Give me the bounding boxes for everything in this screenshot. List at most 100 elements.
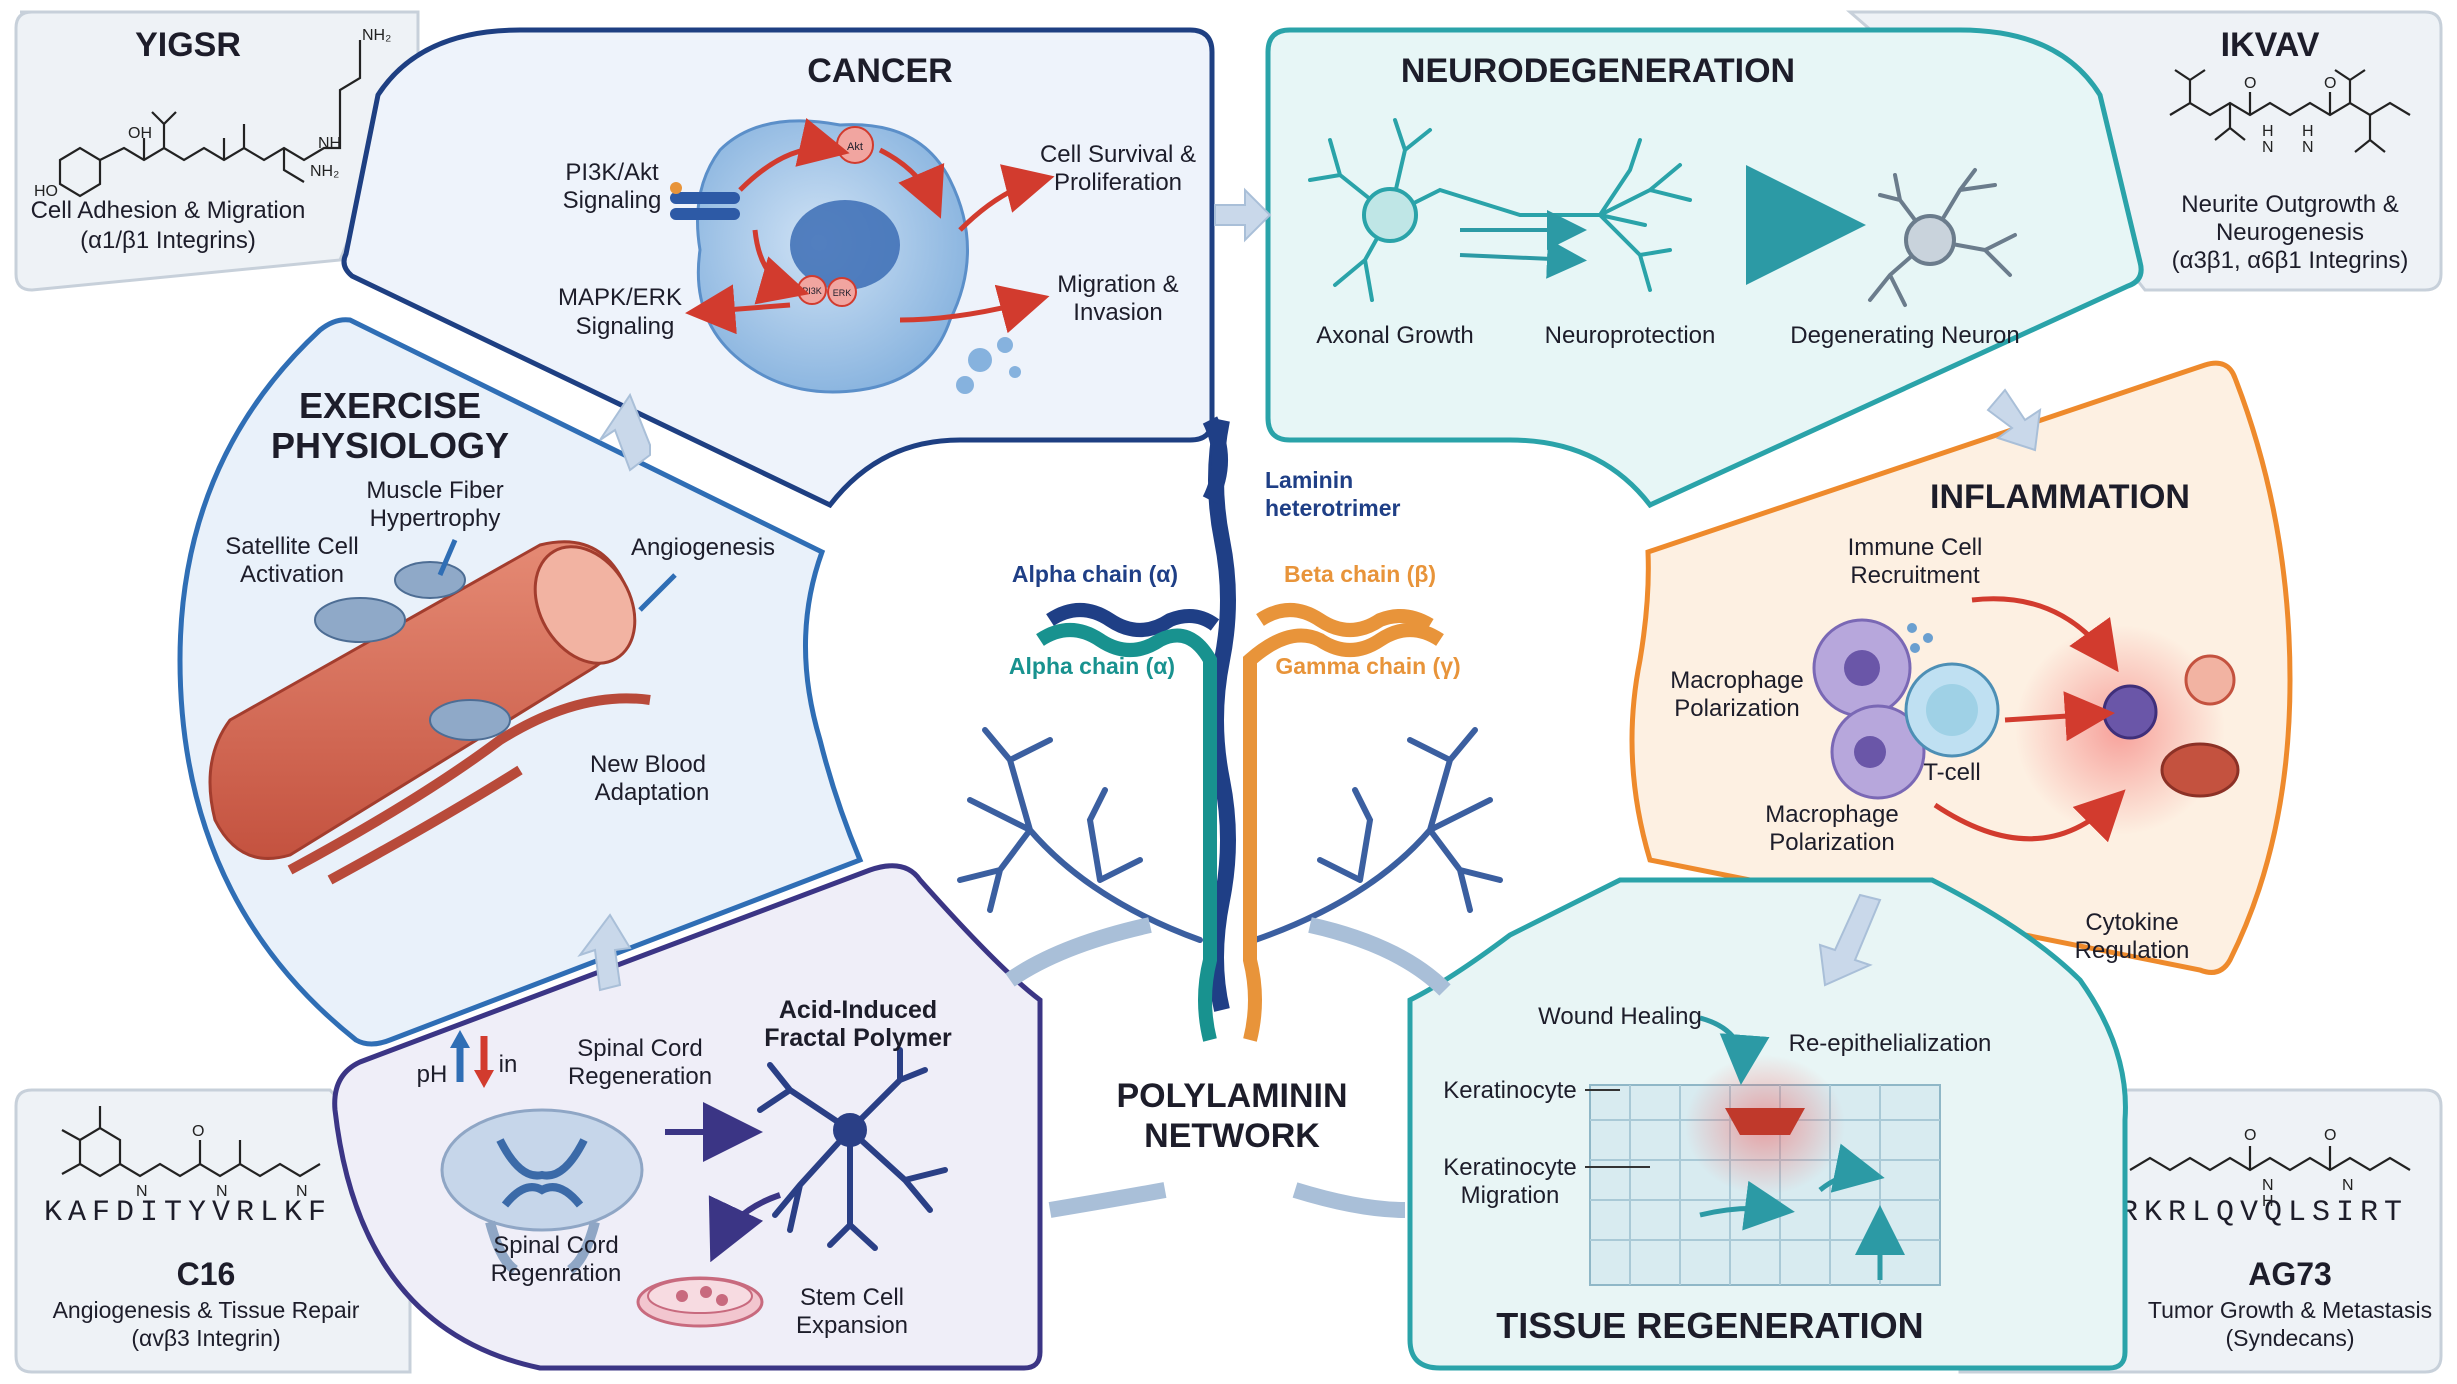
macro2-label-1: Macrophage [1765, 801, 1898, 828]
exercise-title-2: PHYSIOLOGY [271, 425, 509, 466]
ph-arrows-icon [450, 1030, 494, 1088]
arrow-pi3k [752, 229, 810, 305]
arrow-exercise-to-cancer [599, 392, 651, 472]
arrow-migration-2 [1818, 1143, 1885, 1193]
beta-arm [1256, 603, 1434, 637]
ag73-atom-h1: H [2262, 1193, 2274, 1210]
ikvav-atom-h1: H [2262, 123, 2274, 140]
yigsr-structure [58, 40, 362, 198]
arrow-angiogenesis [638, 573, 677, 612]
petri-dish-icon [636, 1276, 764, 1328]
alpha-arm-top [1046, 603, 1220, 637]
kera-label: Keratinocyte [1443, 1077, 1576, 1104]
cytokine-label-2: Regulation [2075, 937, 2190, 964]
ag73-name: AG73 [2248, 1256, 2332, 1292]
arrow-wound [1699, 1015, 1770, 1085]
ikvav-atom-o1: O [2244, 75, 2256, 92]
ikvav-desc-3: (α3β1, α6β1 Integrins) [2172, 247, 2409, 274]
yigsr-atom-nh2: NH₂ [362, 27, 391, 44]
ag73-atom-n2: N [2342, 1177, 2354, 1194]
macro2-label-2: Polarization [1769, 829, 1894, 856]
stem-label-2: Expansion [796, 1312, 908, 1339]
c16-structure [61, 1106, 321, 1178]
migration-label-1: Migration & [1057, 271, 1178, 298]
macro1-label-1: Macrophage [1670, 667, 1803, 694]
card-c16: N O N N KAFDITYVRLKF C16 Angiogenesis & … [14, 1088, 412, 1374]
satellite-label-1: Satellite Cell [225, 533, 358, 560]
erk-label: ERK [833, 288, 852, 298]
stem-label-1: Stem Cell [800, 1284, 904, 1311]
c16-desc-2: (αvβ3 Integrin) [131, 1325, 280, 1351]
regen-label-2: Regeneration [568, 1063, 712, 1090]
wound-label: Wound Healing [1538, 1003, 1702, 1030]
fractal-label-1: Acid-Induced [779, 996, 937, 1024]
network-label-2: NETWORK [1144, 1117, 1320, 1155]
center-arrow-tissue [1308, 917, 1451, 996]
kera-mig-label-1: Keratinocyte [1443, 1154, 1576, 1181]
in-label: in [499, 1051, 518, 1078]
yigsr-atom-nh: NH [318, 135, 341, 152]
degenerating-label: Degenerating Neuron [1790, 322, 2020, 349]
c16-name: C16 [177, 1256, 236, 1292]
inflammation-title: INFLAMMATION [1930, 478, 2190, 516]
fractal-network-right [1252, 727, 1503, 943]
card-yigsr: YIGSR OH NH₂ HO NH NH₂ Cell Adhesion & M… [14, 10, 420, 292]
panel-inflammation: INFLAMMATION Immune Cell Recruitment Mac… [1629, 360, 2293, 975]
migration-label-2: Invasion [1073, 299, 1162, 326]
ikvav-atom-n2: N [2302, 139, 2314, 156]
fractal-network-left [957, 727, 1203, 943]
immune-cells-icon [1812, 618, 2240, 800]
tcell-label: T-cell [1923, 759, 1980, 786]
neuro-title: NEURODEGENERATION [1401, 52, 1795, 90]
cycle-arrows [577, 187, 2042, 992]
yigsr-atom-nh2b: NH₂ [310, 163, 339, 180]
cytokine-label-1: Cytokine [2085, 909, 2178, 936]
pi3k-small-label: PI3K [802, 286, 822, 296]
ikvav-structure [2169, 69, 2411, 153]
regenration-label-1: Spinal Cord [493, 1232, 618, 1259]
yigsr-atom-ho: HO [34, 183, 58, 200]
mapk-label-2: Signaling [576, 313, 675, 340]
ikvav-atom-h2: H [2302, 123, 2314, 140]
c16-atom-n3: N [296, 1183, 308, 1200]
alpha-bottom-label: Alpha chain (α) [1009, 653, 1175, 679]
center-laminin: Laminin heterotrimer Alpha chain (α) Bet… [957, 416, 1503, 1218]
arrow-polarization [1933, 789, 2126, 843]
angio-label: Angiogenesis [631, 534, 775, 561]
hyper-label-2: Hypertrophy [370, 505, 501, 532]
arrow-neuro-to-inflam [1986, 388, 2042, 452]
healthy-neuron-icon [1308, 118, 1692, 302]
ph-label: pH [417, 1061, 448, 1088]
c16-atom-n2: N [216, 1183, 228, 1200]
mapk-label-1: MAPK/ERK [558, 284, 682, 311]
macro1-label-2: Polarization [1674, 695, 1799, 722]
tissue-title: TISSUE REGENERATION [1496, 1305, 1923, 1346]
cancer-title: CANCER [807, 52, 952, 90]
survival-label-2: Proliferation [1054, 169, 1182, 196]
degenerating-neuron-icon [1868, 168, 2017, 307]
ag73-atom-o2: O [2324, 1127, 2336, 1144]
blood-label-2: Adaptation [595, 779, 710, 806]
arrow-mapk [685, 284, 791, 335]
survival-label-1: Cell Survival & [1040, 141, 1196, 168]
fractal-polymer-icon [757, 1047, 948, 1251]
c16-sequence: KAFDITYVRLKF [44, 1196, 332, 1230]
cancer-nucleus [790, 200, 900, 290]
immune-label-2: Recruitment [1850, 562, 1980, 589]
akt-label: Akt [847, 141, 863, 153]
ikvav-desc-2: Neurogenesis [2216, 219, 2364, 246]
yigsr-name: YIGSR [135, 26, 241, 64]
ag73-atom-o1: O [2244, 1127, 2256, 1144]
ikvav-name: IKVAV [2221, 26, 2320, 64]
network-label-1: POLYLAMININ [1116, 1077, 1347, 1115]
vesicle [956, 376, 974, 394]
pi3k-label-2: Signaling [563, 187, 662, 214]
vesicle [968, 348, 992, 372]
arrow-migration [899, 284, 1050, 334]
arrow-inflam-to-tissue [1818, 893, 1882, 987]
center-arrow-tissue-2 [1292, 1182, 1406, 1218]
blood-label-1: New Blood [590, 751, 706, 778]
muscle-fiber-icon [208, 540, 651, 885]
arrow-tcell [2004, 691, 2115, 742]
